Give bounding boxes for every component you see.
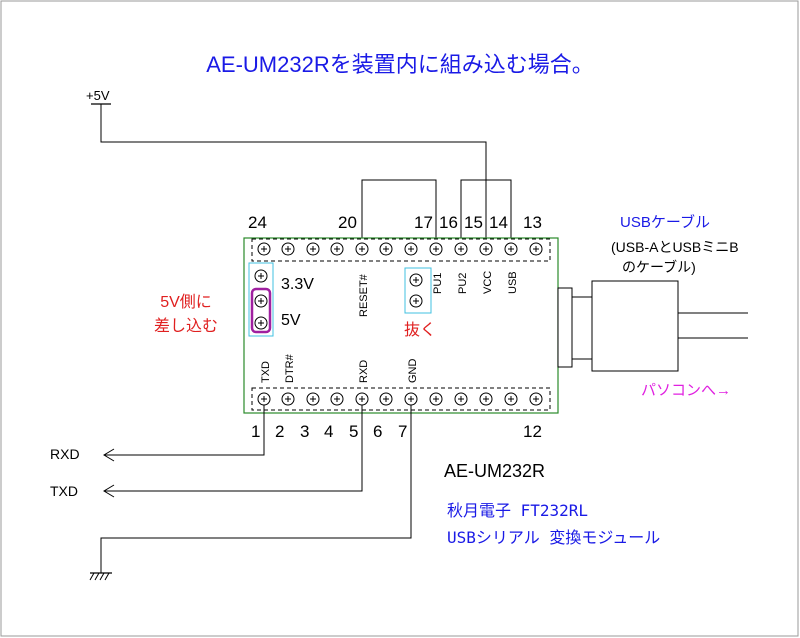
pc-label: パソコンへ→	[641, 382, 731, 399]
pin-20	[355, 242, 369, 256]
usb-cable-desc2: のケーブル)	[622, 259, 696, 275]
pin-16	[454, 242, 468, 256]
signal-pu2: PU2	[457, 273, 469, 294]
signal-txd: TXD	[260, 361, 272, 383]
label-3v3: 3.3V	[281, 276, 314, 293]
jumper-5v-highlight	[250, 287, 272, 334]
pin-number-13: 13	[523, 213, 542, 232]
pullup-jumper-block	[404, 267, 432, 314]
insert-note-line2: 差し込む	[154, 317, 218, 335]
pin-17	[429, 242, 443, 256]
pin-number-4: 4	[324, 422, 333, 441]
pin-3	[306, 392, 320, 406]
label-5v: 5V	[281, 312, 301, 329]
wire-gnd	[100, 405, 412, 573]
wire-rxd	[104, 405, 265, 456]
label-rxd: RXD	[50, 446, 80, 462]
pin-number-12: 12	[523, 422, 542, 441]
wire-5v	[100, 104, 487, 238]
pin-number-15: 15	[464, 213, 483, 232]
usb-plug-neck	[571, 296, 593, 360]
pin-9	[454, 392, 468, 406]
usb-jack	[557, 287, 573, 368]
module-desc-line2: USBシリアル 変換モジュール	[447, 528, 660, 547]
pin-7	[404, 392, 418, 406]
pin-number-3: 3	[300, 422, 309, 441]
pin-number-14: 14	[489, 213, 508, 232]
top-pin-row	[257, 242, 543, 256]
arrow-rxd	[103, 448, 115, 462]
pin-8	[429, 392, 443, 406]
remove-note: 抜く	[404, 321, 436, 339]
pin-number-7: 7	[398, 422, 407, 441]
arrow-txd	[103, 484, 115, 498]
title: AE-UM232Rを装置内に組み込む場合。	[206, 52, 593, 77]
pin-4	[330, 392, 344, 406]
usb-cable-title: USBケーブル	[620, 213, 710, 231]
pin-23	[281, 242, 295, 256]
pin-15	[479, 242, 493, 256]
jumper-pin-33	[254, 269, 268, 283]
module-desc-line1: 秋月電子 FT232RL	[447, 501, 588, 520]
pin-number-20: 20	[338, 213, 357, 232]
ground-icon	[89, 572, 112, 581]
signal-pu1: PU1	[432, 273, 444, 294]
signal-dtr: DTR#	[284, 353, 296, 383]
pin-5	[355, 392, 369, 406]
pin-number-2: 2	[275, 422, 284, 441]
power-label: +5V	[86, 88, 110, 103]
pin-21	[330, 242, 344, 256]
pin-number-1: 1	[251, 422, 260, 441]
pin-1	[257, 392, 271, 406]
pin-14	[504, 242, 518, 256]
voltage-jumper-block	[248, 262, 274, 337]
signal-vcc: VCC	[482, 271, 494, 294]
pin-11	[504, 392, 518, 406]
pin-number-24: 24	[248, 213, 267, 232]
module-board	[243, 237, 559, 414]
usb-plug-body	[591, 280, 679, 372]
signal-gnd: GND	[407, 359, 419, 384]
pullup-pin-b	[409, 294, 423, 308]
jumper-pin-com	[254, 294, 268, 308]
pullup-pin-a	[409, 273, 423, 287]
pin-number-17: 17	[414, 213, 433, 232]
wire-reset-pu1	[361, 179, 437, 238]
pin-12	[529, 392, 543, 406]
bottom-header-strip	[251, 387, 551, 411]
pin-2	[281, 392, 295, 406]
pin-number-16: 16	[439, 213, 458, 232]
wire-pu2-usb	[460, 179, 512, 238]
pin-22	[306, 242, 320, 256]
pin-24	[257, 242, 271, 256]
top-header-strip	[251, 238, 551, 262]
signal-reset: RESET#	[358, 273, 370, 317]
wire-txd	[104, 405, 363, 492]
pin-10	[479, 392, 493, 406]
module-name: AE-UM232R	[444, 461, 545, 481]
pin-number-5: 5	[349, 422, 358, 441]
signal-usb: USB	[507, 271, 519, 294]
signal-rxd: RXD	[358, 360, 370, 383]
pin-19	[379, 242, 393, 256]
label-txd: TXD	[50, 483, 78, 499]
pin-number-6: 6	[373, 422, 382, 441]
pin-18	[404, 242, 418, 256]
pin-6	[379, 392, 393, 406]
insert-note-line1: 5V側に	[160, 293, 212, 311]
usb-cable-desc1: (USB-AとUSBミニB	[611, 239, 739, 255]
jumper-pin-5v	[254, 316, 268, 330]
pin-13	[529, 242, 543, 256]
